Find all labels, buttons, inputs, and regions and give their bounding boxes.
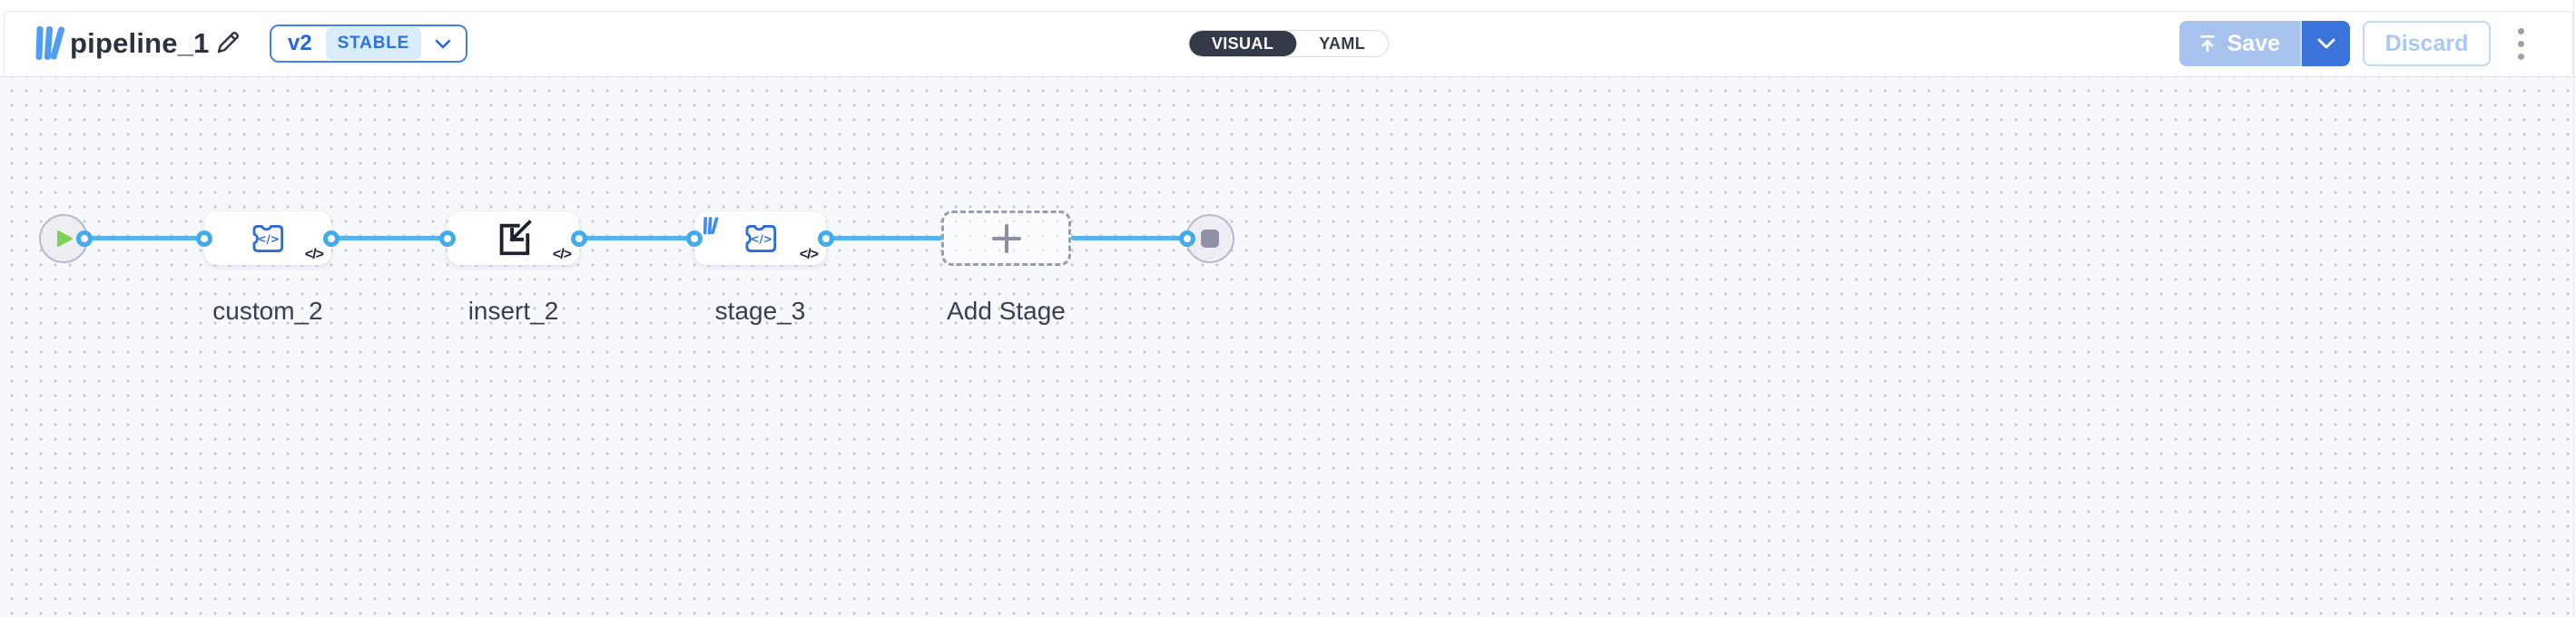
add-stage-button[interactable] [941,211,1071,266]
save-label: Save [2227,30,2280,56]
pipeline-edge [73,236,204,240]
stage-label: custom_2 [212,297,323,325]
upload-icon [2197,34,2217,54]
pipeline-edge [579,236,694,240]
pencil-icon [213,28,242,60]
pipeline-edge [1071,236,1187,240]
code-badge: </> [552,247,572,262]
connection-port[interactable] [818,230,834,247]
puzzle-code-icon: </> [742,222,779,255]
panel-right-edge [2573,0,2574,617]
brand-mini-icon [703,216,720,240]
kebab-dot [2517,27,2524,34]
stage-label: insert_2 [467,297,559,325]
stage-node-insert_2[interactable]: </> [447,211,579,265]
app-logo-icon [35,24,66,63]
tab-yaml[interactable]: YAML [1296,31,1388,56]
pipeline-edge [826,236,944,240]
connection-port[interactable] [571,230,587,247]
play-icon [56,229,74,249]
header-divider [0,76,2576,77]
version-status-badge: STABLE [325,27,422,60]
puzzle-code-icon: </> [250,222,286,255]
view-mode-toggle: VISUAL YAML [1187,30,1390,57]
save-dropdown-button[interactable] [2300,21,2350,66]
stage-node-stage_3[interactable]: </> </> [694,211,826,265]
tab-visual[interactable]: VISUAL [1188,31,1297,56]
save-split-button: Save [2178,21,2350,66]
version-selector[interactable]: v2 STABLE [270,24,468,63]
header: pipeline_1 v2 STABLE VISUAL YAML [4,11,2573,75]
kebab-dot [2517,53,2524,60]
stage-label: stage_3 [714,297,806,325]
stop-icon [1201,230,1219,248]
version-label: v2 [288,31,312,55]
stage-label: Add Stage [947,297,1066,325]
overflow-menu-button[interactable] [2507,23,2534,64]
code-badge: </> [304,247,324,262]
insert-icon [494,218,534,260]
kebab-dot [2517,40,2524,47]
pipeline-canvas[interactable]: </> </> </> [0,77,2576,617]
connection-port[interactable] [323,230,339,247]
page-title: pipeline_1 [70,27,210,59]
connection-port[interactable] [686,230,703,247]
chevron-down-icon [2317,38,2335,49]
plus-icon [988,220,1025,257]
discard-button[interactable]: Discard [2363,21,2491,66]
connection-port[interactable] [1179,230,1195,247]
connection-port[interactable] [439,230,456,247]
edit-title-button[interactable] [211,27,244,60]
pipeline-edge [331,236,447,240]
code-badge: </> [799,247,819,262]
chevron-down-icon [435,39,451,49]
svg-text:</>: </> [750,232,772,245]
connection-port[interactable] [76,230,93,247]
save-button[interactable]: Save [2178,21,2300,66]
stage-node-custom_2[interactable]: </> </> [204,211,331,265]
svg-text:</>: </> [257,232,280,245]
connection-port[interactable] [196,230,212,247]
